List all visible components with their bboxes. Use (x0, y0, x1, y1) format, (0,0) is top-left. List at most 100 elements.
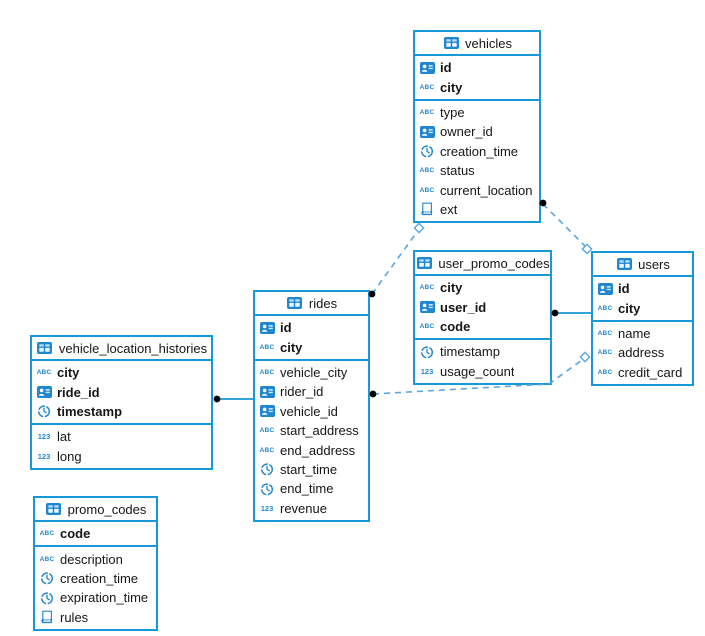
relation-user_promo_codes-users[interactable] (551, 309, 591, 317)
field-row-id[interactable]: id (415, 58, 539, 77)
string-type-icon: ABC (597, 304, 613, 312)
field-name: start_time (280, 461, 338, 477)
field-row-creation_time[interactable]: creation_time (35, 569, 156, 588)
table-name: user_promo_codes (438, 255, 550, 271)
field-row-timestamp[interactable]: timestamp (32, 402, 211, 421)
relation-child-dot (369, 390, 377, 398)
id-card-type-icon (596, 282, 614, 295)
field-row-id[interactable]: id (255, 318, 368, 337)
table-icon (615, 258, 633, 270)
field-row-id[interactable]: id (593, 279, 692, 298)
field-name: creation_time (60, 570, 139, 586)
id-card-type-icon (258, 405, 276, 418)
field-name: credit_card (618, 364, 683, 380)
field-row-vehicle_id[interactable]: vehicle_id (255, 402, 368, 421)
field-row-long[interactable]: 123 long (32, 447, 211, 466)
field-row-rider_id[interactable]: rider_id (255, 382, 368, 401)
field-row-ext[interactable]: JSON ext (415, 200, 539, 219)
field-row-ride_id[interactable]: ride_id (32, 382, 211, 401)
relation-vehicles-users[interactable] (539, 199, 593, 255)
table-header[interactable]: vehicle_location_histories (32, 337, 211, 361)
field-row-end_time[interactable]: end_time (255, 479, 368, 498)
field-row-revenue[interactable]: 123 revenue (255, 499, 368, 518)
field-name: lat (57, 429, 71, 445)
field-row-start_time[interactable]: start_time (255, 460, 368, 479)
relation-vehicle_location_histories-rides[interactable] (213, 395, 253, 403)
field-name: ext (440, 201, 458, 217)
table-header[interactable]: users (593, 253, 692, 277)
json-type-icon: JSON (418, 202, 436, 216)
id-card-type-icon (258, 385, 276, 398)
table-icon (442, 37, 460, 49)
table-icon (415, 257, 433, 269)
table-icon (286, 297, 304, 309)
string-type-icon: ABC (259, 343, 275, 351)
number-type-icon: 123 (260, 503, 274, 513)
string-type-icon: ABC (419, 284, 435, 292)
relation-child-dot (551, 309, 559, 317)
field-name: type (440, 104, 465, 120)
field-name: long (57, 448, 82, 464)
table-header[interactable]: promo_codes (35, 498, 156, 522)
timestamp-type-icon (258, 462, 276, 476)
id-card-type-icon (418, 61, 436, 74)
id-card-type-icon (258, 321, 276, 334)
field-name: usage_count (440, 363, 515, 379)
table-header[interactable]: user_promo_codes (415, 252, 550, 276)
string-type-icon: ABC (419, 167, 435, 175)
field-name: revenue (280, 500, 327, 516)
string-type-icon: ABC (419, 322, 435, 330)
table-name: users (638, 256, 670, 272)
field-name: city (280, 339, 303, 355)
table-header[interactable]: vehicles (415, 32, 539, 56)
field-row-city[interactable]: ABC city (593, 298, 692, 317)
table-name: vehicle_location_histories (58, 340, 208, 356)
field-name: rider_id (280, 384, 324, 400)
field-name: id (618, 281, 630, 297)
field-name: address (618, 345, 665, 361)
field-row-timestamp[interactable]: timestamp (415, 342, 550, 361)
string-type-icon: ABC (39, 555, 55, 563)
field-row-city[interactable]: ABC city (255, 337, 368, 356)
table-header[interactable]: rides (255, 292, 368, 316)
field-row-usage_count[interactable]: 123 usage_count (415, 362, 550, 381)
timestamp-type-icon (35, 404, 53, 418)
number-type-icon: 123 (37, 432, 51, 442)
field-row-owner_id[interactable]: owner_id (415, 122, 539, 141)
field-row-user_id[interactable]: user_id (415, 297, 550, 316)
field-row-lat[interactable]: 123 lat (32, 427, 211, 446)
field-name: name (618, 325, 651, 341)
field-row-creation_time[interactable]: creation_time (415, 142, 539, 161)
field-name: city (57, 365, 80, 381)
field-row-expiration_time[interactable]: expiration_time (35, 588, 156, 607)
field-name: ride_id (57, 384, 100, 400)
field-name: city (618, 300, 641, 316)
timestamp-type-icon (38, 591, 56, 605)
number-type-icon: 123 (420, 366, 434, 376)
field-name: creation_time (440, 143, 519, 159)
number-type-icon: 123 (37, 451, 51, 461)
field-name: expiration_time (60, 590, 149, 606)
